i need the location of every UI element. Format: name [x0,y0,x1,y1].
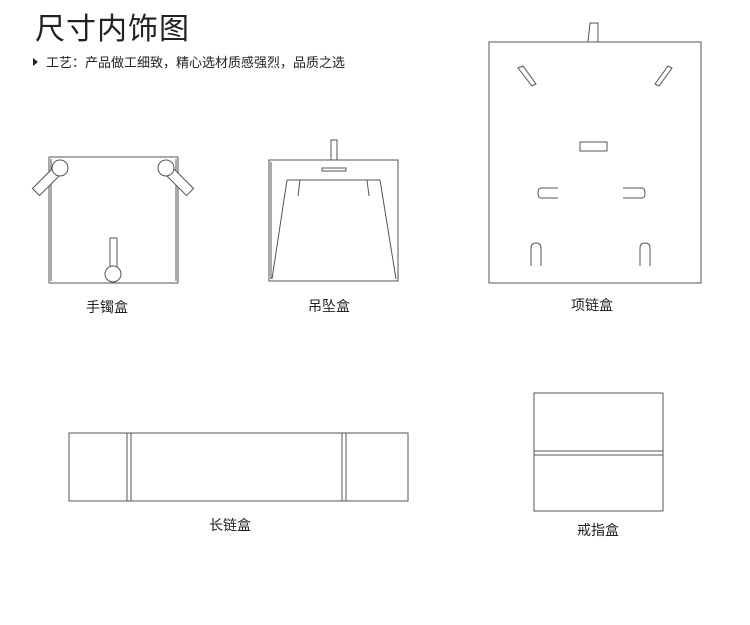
long-chain-box-outline [69,433,408,501]
necklace-box-diagram [489,23,701,283]
bracelet-peg-right [155,157,196,198]
ring-box-outline [534,393,663,511]
pendant-insert-fold [298,180,300,196]
process-note: 工艺：产品做工细致，精心选材质感强烈，品质之选 [33,52,345,71]
pendant-hanger-tab [331,140,337,160]
bracelet-box-outline [49,157,178,283]
necklace-box-label: 项链盒 [571,298,613,314]
bracelet-box-label: 手镯盒 [86,300,128,316]
ring-box-label: 戒指盒 [577,523,619,539]
bracelet-peg-bottom [105,238,121,282]
necklace-hanger-tab [588,23,598,42]
pendant-insert-fold [367,180,369,196]
necklace-center-slot [580,142,607,151]
long-chain-box-label: 长链盒 [209,518,251,534]
pendant-box-outline [269,160,398,281]
page-title: 尺寸内饰图 [35,12,190,47]
ring-box-diagram [534,393,663,511]
pendant-box-label: 吊坠盒 [308,299,350,315]
pendant-insert-left [272,180,287,279]
pendant-insert-right [380,180,396,279]
necklace-clip-right [655,66,672,86]
necklace-hook-right [623,188,645,198]
necklace-box-outline [489,42,701,283]
necklace-clip-left [518,66,536,86]
bracelet-peg-left [30,157,71,198]
pendant-box-diagram [269,140,398,281]
bracelet-box-diagram [30,157,195,283]
pendant-slot [322,168,346,171]
triangle-bullet-icon [33,57,38,66]
process-note-text: 工艺：产品做工细致，精心选材质感强烈，品质之选 [46,56,346,71]
necklace-loop-right [640,243,650,266]
necklace-loop-left [531,243,541,266]
long-chain-box-diagram [69,433,408,501]
necklace-hook-left [538,188,558,198]
